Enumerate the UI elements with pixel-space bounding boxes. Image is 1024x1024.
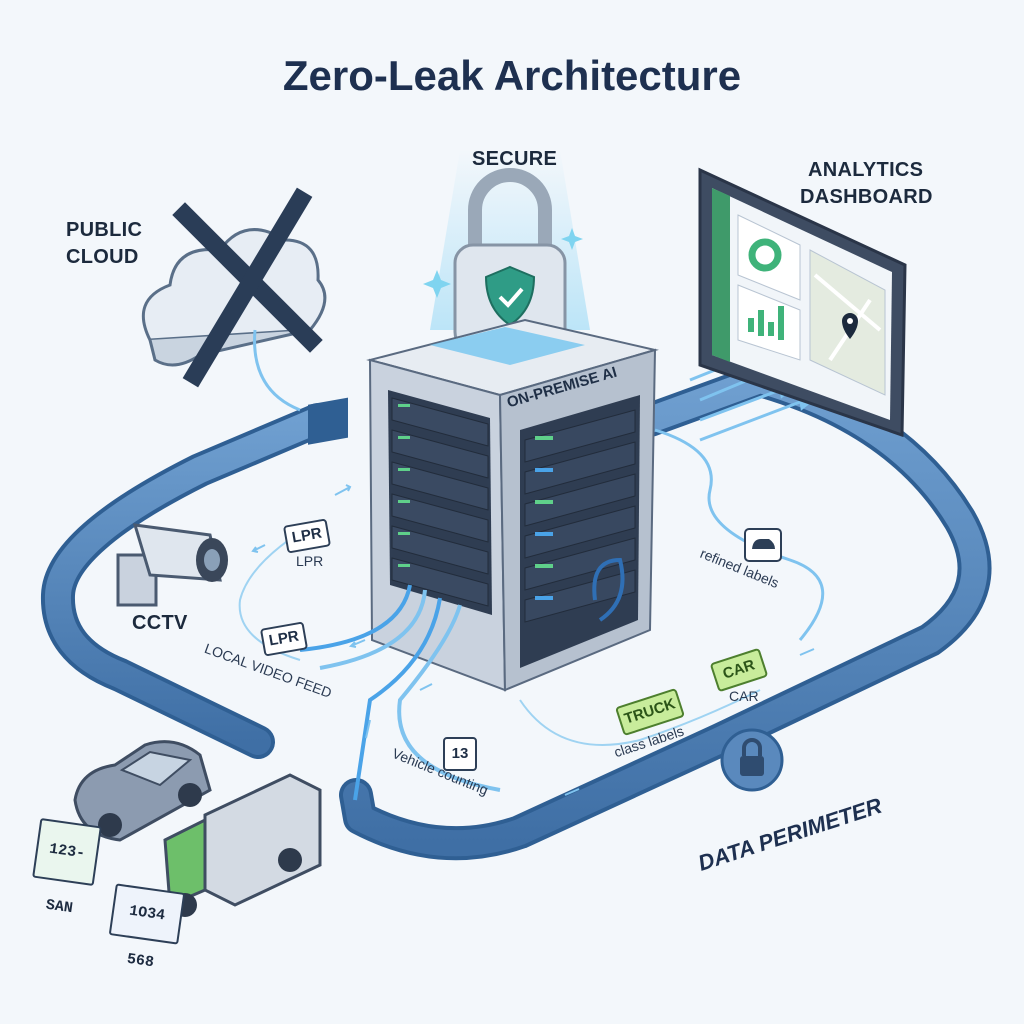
status-led xyxy=(398,500,410,503)
status-led xyxy=(398,564,410,567)
lock-icon xyxy=(720,728,784,792)
map-pin-icon xyxy=(842,313,858,339)
truck-icon xyxy=(163,773,322,917)
status-led xyxy=(398,468,410,471)
server-unit xyxy=(391,397,489,447)
status-led xyxy=(535,500,553,504)
server-unit xyxy=(524,409,636,463)
flow-arrow-markers xyxy=(251,484,815,796)
server-left-units xyxy=(391,397,489,607)
page-title: Zero-Leak Architecture xyxy=(282,52,742,99)
cctv-camera-icon xyxy=(116,523,228,607)
sparkle-icon xyxy=(423,228,583,298)
server-unit xyxy=(391,557,489,607)
car-text: CAR xyxy=(729,688,759,704)
server-cables xyxy=(299,557,625,801)
count-tag: 13 xyxy=(443,737,477,771)
status-led xyxy=(398,436,410,439)
status-led xyxy=(535,596,553,600)
car-icon xyxy=(73,740,212,842)
server-unit xyxy=(391,493,489,543)
cctv-label: CCTV xyxy=(132,612,188,634)
status-led xyxy=(398,532,410,535)
server-unit xyxy=(391,429,489,479)
car-badge-icon xyxy=(744,528,782,562)
analytics-dashboard xyxy=(698,167,907,438)
public-label-1: PUBLIC xyxy=(66,219,143,241)
data-perimeter-loop xyxy=(40,363,992,861)
server-unit xyxy=(524,569,636,623)
secure-label: SECURE xyxy=(472,148,558,170)
server-unit xyxy=(391,525,489,575)
server-right-units xyxy=(524,409,636,623)
license-plate-2: 1O34 568 xyxy=(108,883,186,971)
cross-icon xyxy=(172,187,323,388)
public-label-2: CLOUD xyxy=(66,246,139,268)
server-unit xyxy=(524,537,636,591)
status-led xyxy=(535,436,553,440)
license-plate-1: 123-SAN xyxy=(32,817,102,917)
analytics-label-2: DASHBOARD xyxy=(800,186,933,208)
lpr-text-1: LPR xyxy=(296,553,324,569)
analytics-label-1: ANALYTICS xyxy=(808,159,924,181)
status-led xyxy=(535,532,553,536)
server-unit xyxy=(391,461,489,511)
server-unit xyxy=(524,441,636,495)
status-led xyxy=(535,468,553,472)
server-unit xyxy=(524,505,636,559)
status-led xyxy=(398,404,410,407)
cloud-link-line xyxy=(253,329,301,412)
status-led xyxy=(535,564,553,568)
server-unit xyxy=(524,473,636,527)
